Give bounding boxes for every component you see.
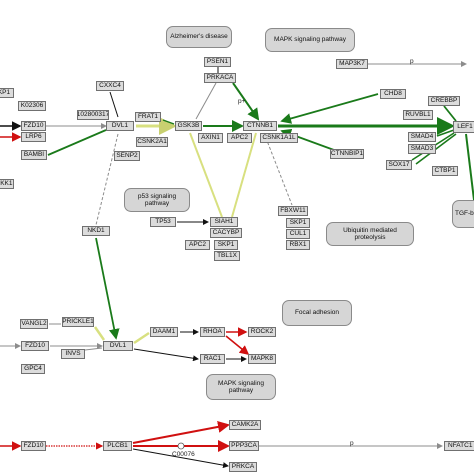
node-cacybp[interactable]: CACYBP: [210, 228, 242, 238]
label-phospho-top: p: [410, 58, 414, 65]
pathway-mapk-signaling-top[interactable]: MAPK signaling pathway: [265, 28, 355, 52]
node-dvl1-top[interactable]: DVL1: [106, 121, 134, 131]
node-cxxc4[interactable]: CXXC4: [96, 81, 124, 91]
node-fbxw11[interactable]: FBXW11: [278, 206, 308, 216]
node-ctnnbip1[interactable]: CTNNBIP1: [330, 149, 364, 159]
node-gpc4[interactable]: GPC4: [21, 364, 45, 374]
node-plcb1[interactable]: PLCB1: [103, 441, 132, 451]
node-daam1[interactable]: DAAM1: [150, 327, 178, 337]
node-apc2-top[interactable]: APC2: [227, 133, 252, 143]
node-rhoa[interactable]: RHOA: [200, 327, 225, 337]
edge-dvl1-nkd1-dashed: [95, 133, 119, 226]
label-phospho-bottom: p: [350, 440, 354, 447]
node-vangl2[interactable]: VANGL2: [20, 319, 48, 329]
node-ruvbl1[interactable]: RUVBL1: [403, 110, 433, 120]
node-smad3[interactable]: SMAD3: [408, 144, 436, 154]
pathway-alzheimers-disease[interactable]: Alzheimer's disease: [166, 26, 232, 48]
node-invs[interactable]: INVS: [61, 349, 85, 359]
node-chd8[interactable]: CHD8: [380, 89, 406, 99]
edge-plcb1-prkca: [132, 448, 229, 469]
node-rock2[interactable]: ROCK2: [248, 327, 276, 337]
node-mapk8[interactable]: MAPK8: [248, 354, 276, 364]
edge-nkd1-dvl1mid-green: [95, 237, 120, 340]
node-lef1[interactable]: LEF1: [453, 121, 474, 133]
node-kp1[interactable]: KP1: [0, 88, 14, 98]
edge-ctnnb1-siah1-yellow: [231, 132, 257, 218]
edge-dvl1mid-rac1: [133, 348, 199, 362]
edge-plcb1-camk2a-red: [132, 420, 230, 444]
edge-prkaca-gsk3b: [195, 82, 217, 120]
node-senp2[interactable]: SENP2: [114, 151, 140, 161]
edge-cxxc4-dvl1: [109, 91, 119, 118]
node-crebbp[interactable]: CREBBP: [428, 96, 460, 106]
node-axin1[interactable]: AXIN1: [198, 133, 223, 143]
node-camk2a[interactable]: CAMK2A: [229, 420, 261, 430]
edge-gsk3b-siah1-yellow: [189, 132, 223, 218]
node-102800317[interactable]: 102800317: [77, 110, 109, 120]
edge-ctnnb1-fbxw11-dashed: [263, 132, 293, 206]
node-lrp6[interactable]: LRP6: [21, 132, 46, 142]
node-nfatc1[interactable]: NFATC1: [444, 441, 474, 451]
node-apc2-b[interactable]: APC2: [185, 240, 210, 250]
node-prkaca[interactable]: PRKACA: [204, 73, 236, 83]
node-skp1-a[interactable]: SKP1: [286, 218, 310, 228]
node-ppp3ca[interactable]: PPP3CA: [229, 441, 259, 451]
node-psen1[interactable]: PSEN1: [204, 57, 231, 67]
node-csnk2a1[interactable]: CSNK2A1: [136, 137, 168, 147]
node-bambi[interactable]: BAMBI: [21, 150, 47, 160]
node-prickle1[interactable]: PRICKLE1: [62, 317, 94, 327]
pathway-tgf-beta[interactable]: TGF-be: [452, 200, 474, 228]
node-map3k7[interactable]: MAP3K7: [336, 59, 368, 69]
node-fzd10-mid[interactable]: FZD10: [21, 341, 49, 351]
edge-dvl1mid-daam1-yellow: [133, 331, 150, 345]
node-ckk1[interactable]: CKK1: [0, 179, 14, 189]
node-fzd10-bot[interactable]: FZD10: [21, 441, 46, 451]
edge-lef1-right-green: [465, 133, 474, 201]
node-prkca[interactable]: PRKCA: [229, 462, 257, 472]
compound-c00076-circle: [177, 442, 185, 450]
node-smad4[interactable]: SMAD4: [408, 132, 436, 142]
node-cul1[interactable]: CUL1: [286, 229, 310, 239]
node-siah1[interactable]: SIAH1: [210, 217, 238, 227]
node-gsk3b[interactable]: GSK3B: [175, 121, 202, 131]
edge-rhoa-mapk8-red: [225, 335, 250, 356]
edge-ctbp1-lef1: [415, 133, 457, 165]
pathway-focal-adhesion[interactable]: Focal adhesion: [282, 300, 352, 326]
pathway-mapk-signaling-mid[interactable]: MAPK signaling pathway: [206, 374, 276, 400]
node-rbx1[interactable]: RBX1: [286, 240, 310, 250]
edge-smad4-lef1: [436, 129, 455, 137]
edge-frat1-gsk3b: [162, 119, 175, 125]
edge-bambi-dvl1-green: [47, 129, 107, 156]
node-tp53[interactable]: TP53: [150, 217, 176, 227]
pathway-p53-signaling[interactable]: p53 signaling pathway: [124, 188, 190, 212]
edge-prkaca-ctnnb1-green: [232, 82, 260, 121]
node-fzd10-top[interactable]: FZD10: [21, 121, 46, 131]
node-dvl1-mid[interactable]: DVL1: [103, 341, 133, 351]
node-rac1[interactable]: RAC1: [200, 354, 225, 364]
label-compound-c00076: C00076: [172, 451, 195, 458]
node-tbl1x[interactable]: TBL1X: [214, 251, 240, 261]
node-sox17[interactable]: SOX17: [386, 160, 412, 170]
label-phospho-plus: p+: [238, 98, 246, 105]
node-skp1-b[interactable]: SKP1: [214, 240, 238, 250]
node-frat1[interactable]: FRAT1: [135, 112, 161, 122]
node-k02306[interactable]: K02306: [18, 101, 46, 111]
edge-crebbp-lef1: [443, 105, 457, 122]
node-nkd1[interactable]: NKD1: [82, 226, 110, 236]
edge-prickle1-dvl1mid-yellow: [93, 326, 106, 341]
pathway-ubiquitin-proteolysis[interactable]: Ubiquitin mediated proteolysis: [326, 222, 414, 246]
node-csnk1a1l[interactable]: CSNK1A1L: [260, 133, 298, 143]
node-ctnnb1[interactable]: CTNNB1: [243, 121, 277, 131]
edge-chd8-ctnnb1-green: [280, 93, 379, 124]
node-ctbp1[interactable]: CTBP1: [432, 166, 458, 176]
